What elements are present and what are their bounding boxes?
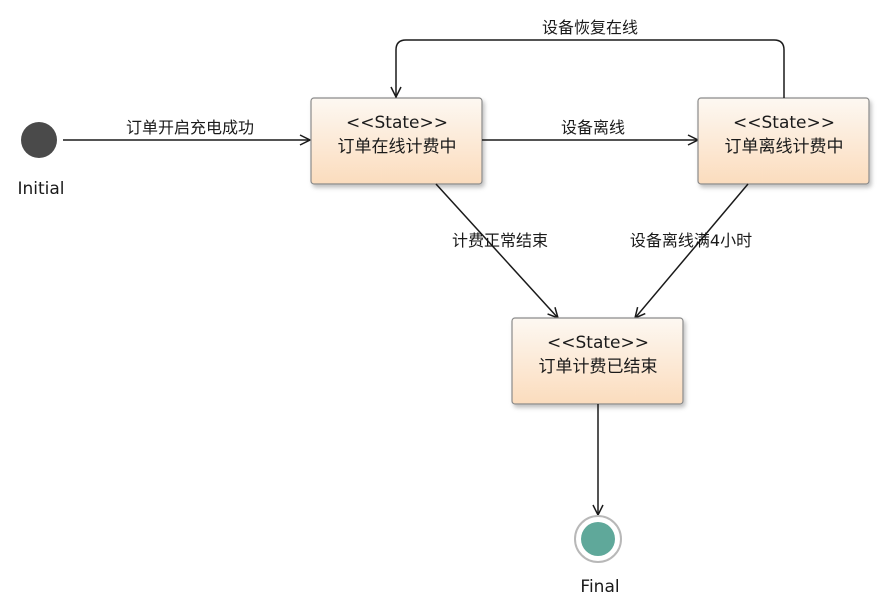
initial-node-circle [21, 122, 57, 158]
edge-device-recover: 设备恢复在线 [396, 18, 785, 98]
state-online[interactable]: <<State>> 订单在线计费中 [310, 97, 483, 185]
edge-start-charge-label: 订单开启充电成功 [126, 118, 254, 137]
edge-offline-timeout-label: 设备离线满4小时 [630, 231, 752, 250]
edge-device-recover-path [396, 39, 785, 98]
edge-device-recover-label: 设备恢复在线 [542, 18, 638, 37]
edge-device-offline-label: 设备离线 [561, 118, 625, 137]
state-online-box [310, 97, 483, 185]
edge-device-offline: 设备离线 [482, 118, 698, 140]
state-ended-name: 订单计费已结束 [539, 357, 658, 377]
final-node: Final [574, 515, 622, 597]
state-online-name: 订单在线计费中 [338, 137, 457, 157]
edge-normal-end-label: 计费正常结束 [452, 231, 548, 250]
initial-node: Initial [17, 122, 65, 199]
edge-normal-end: 计费正常结束 [435, 183, 558, 318]
state-offline-name: 订单离线计费中 [725, 137, 844, 157]
edge-normal-end-line [435, 183, 558, 318]
initial-node-label: Initial [17, 179, 64, 199]
state-online-stereotype: <<State>> [346, 113, 448, 133]
state-offline-stereotype: <<State>> [733, 113, 835, 133]
final-node-inner-circle [581, 522, 615, 556]
edge-offline-timeout: 设备离线满4小时 [630, 183, 752, 318]
final-node-label: Final [580, 577, 619, 597]
state-offline[interactable]: <<State>> 订单离线计费中 [697, 97, 870, 185]
edge-start-charge: 订单开启充电成功 [63, 118, 310, 140]
edge-offline-timeout-line [635, 183, 749, 318]
state-ended-stereotype: <<State>> [547, 333, 649, 353]
state-ended[interactable]: <<State>> 订单计费已结束 [511, 317, 684, 405]
